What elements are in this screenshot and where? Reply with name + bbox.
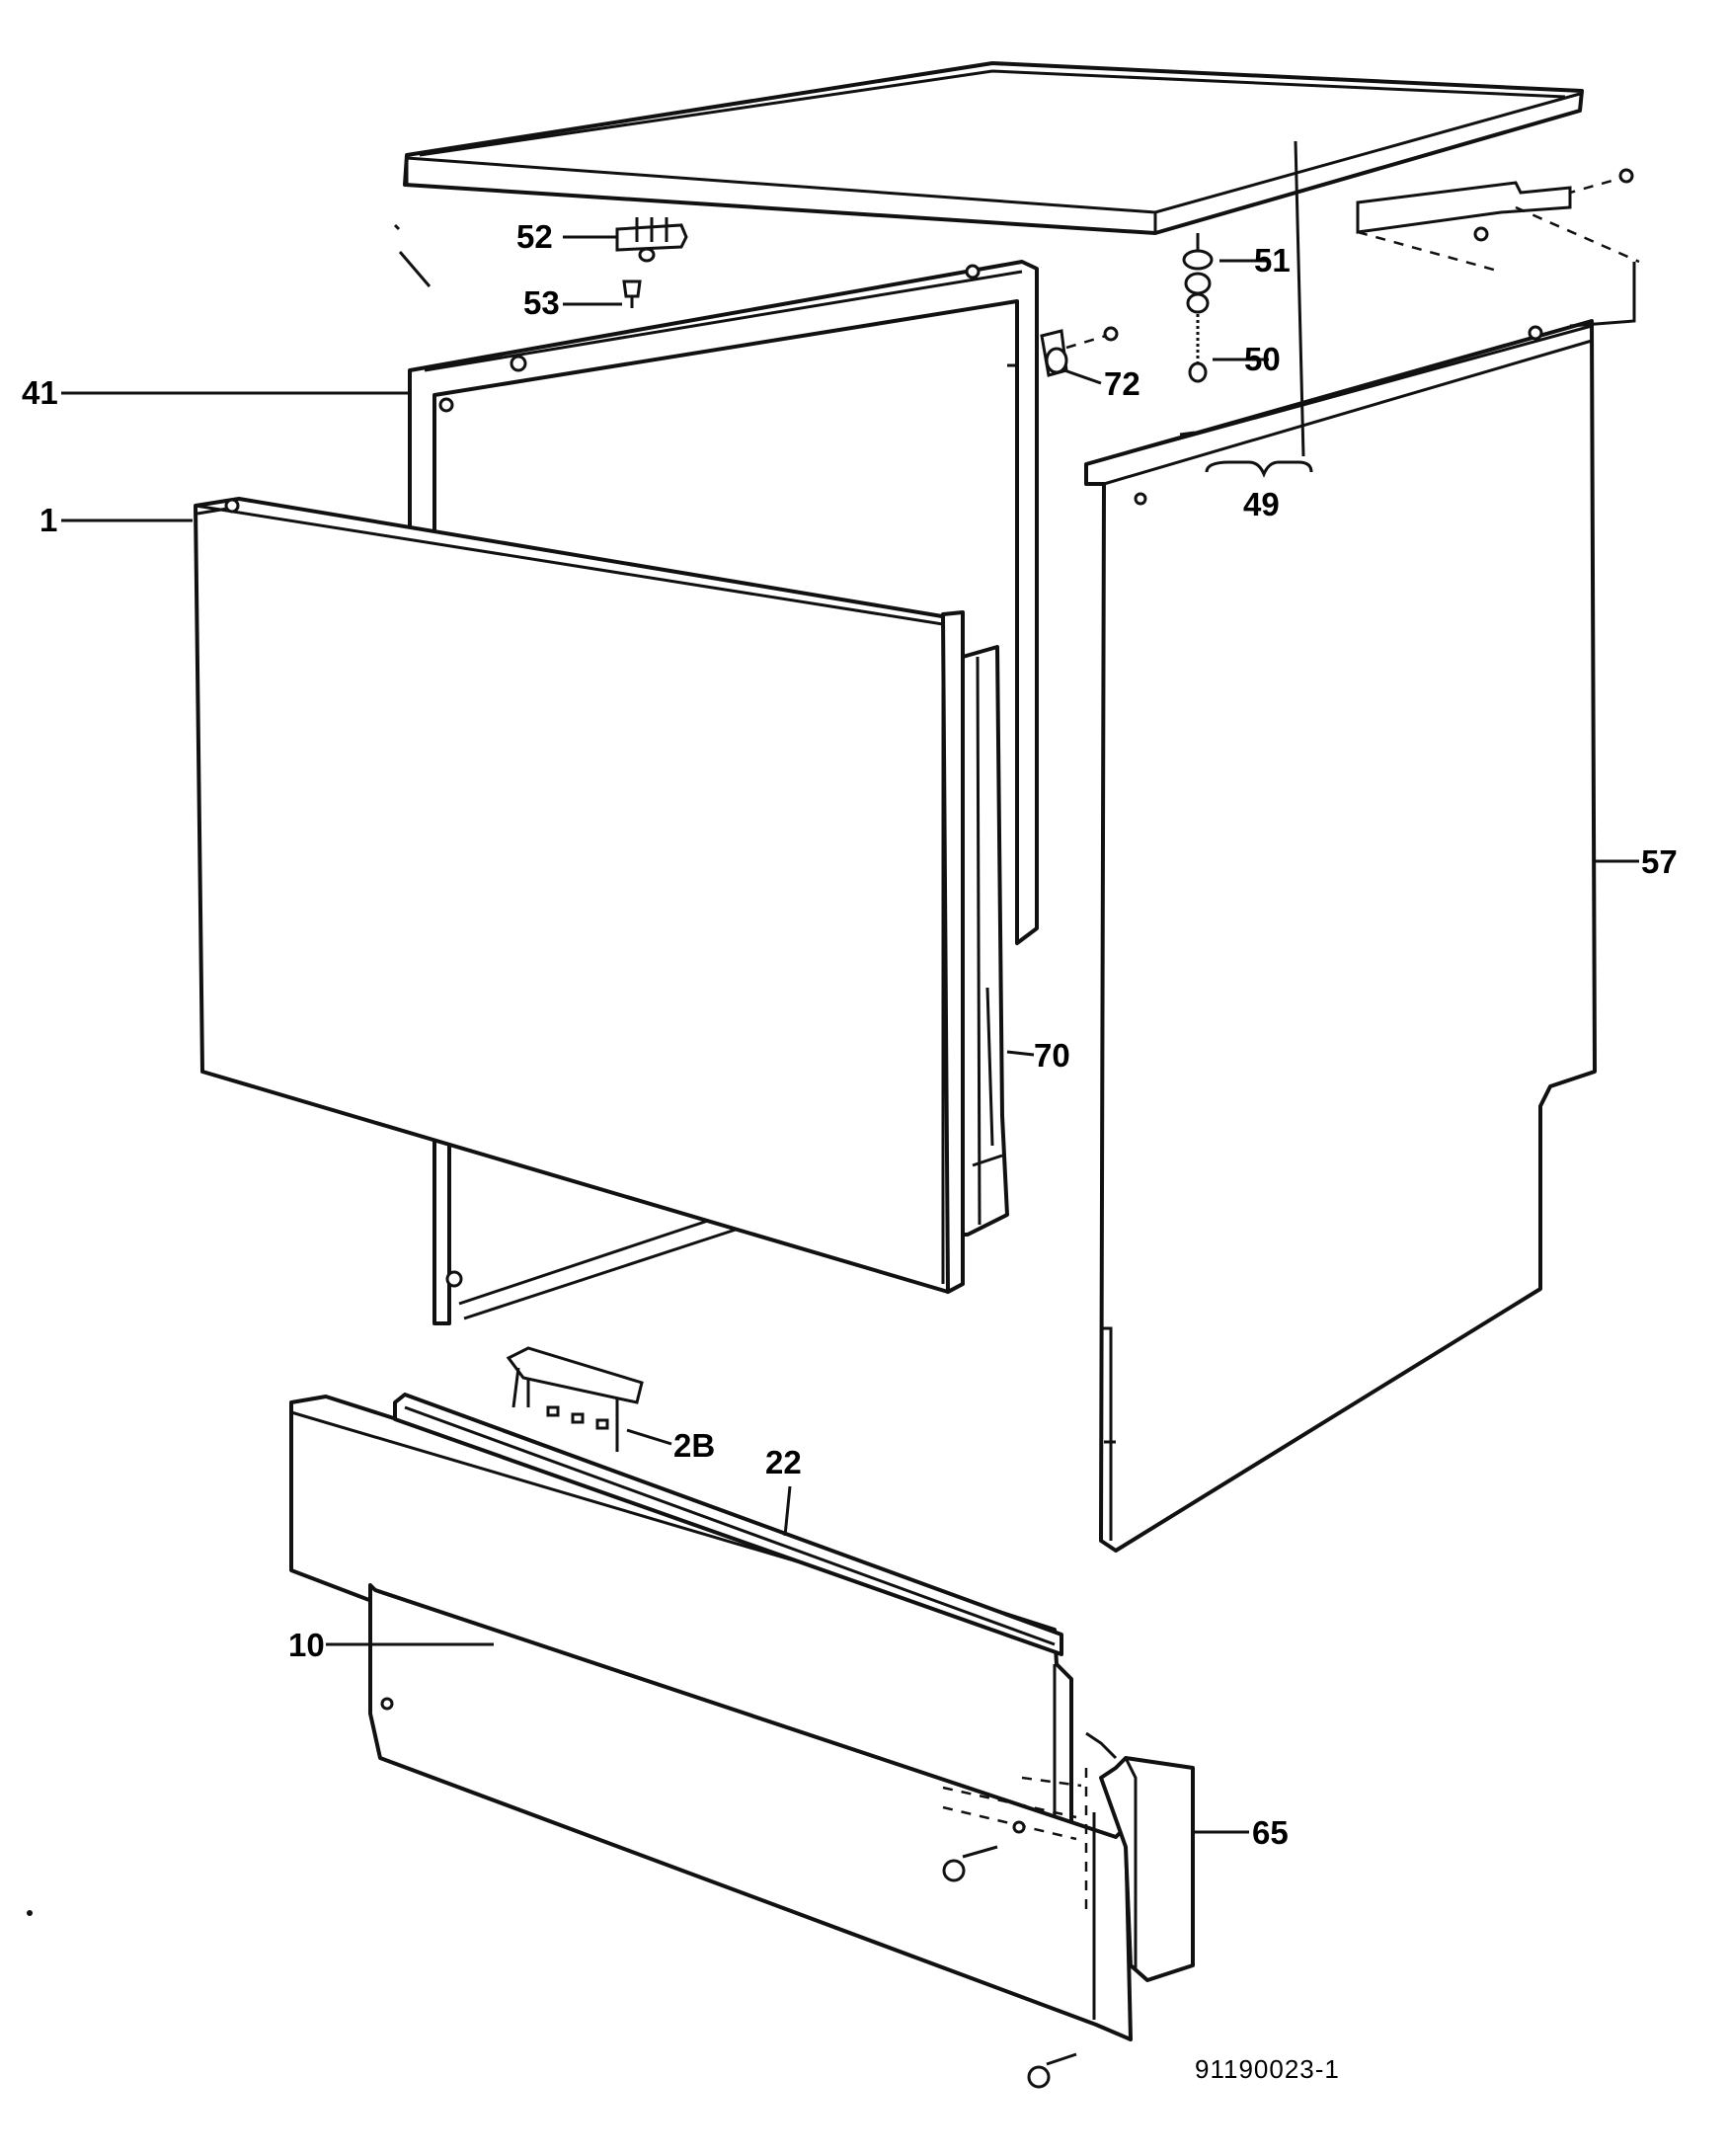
leader-lines xyxy=(61,140,1639,1834)
stray-mark-2 xyxy=(393,223,401,231)
plinth-65 xyxy=(1085,1731,1195,1982)
front-door-panel-1 xyxy=(194,497,965,1294)
screw-53 xyxy=(622,279,642,308)
worktop-panel xyxy=(403,61,1584,235)
stray-dot xyxy=(27,1910,33,1916)
label-65: 65 xyxy=(1252,1814,1289,1851)
screw-alignment xyxy=(942,1768,1088,1911)
side-panel-57 xyxy=(1084,319,1597,1553)
label-10: 10 xyxy=(288,1627,325,1663)
screw-upper xyxy=(942,1845,998,1882)
bracket-2b xyxy=(506,1346,644,1452)
label-49: 49 xyxy=(1243,486,1280,522)
drawing-reference-code: 91190023-1 xyxy=(1195,2054,1340,2084)
hinge-cap-52 xyxy=(615,217,688,263)
label-51: 51 xyxy=(1254,242,1291,279)
lower-kick-board xyxy=(368,1583,1133,2041)
label-70: 70 xyxy=(1034,1037,1070,1074)
label-1: 1 xyxy=(39,502,57,538)
hinge-pin-assembly xyxy=(1182,233,1214,383)
rear-bracket xyxy=(1356,168,1640,328)
label-53: 53 xyxy=(523,284,560,321)
strip-22 xyxy=(393,1393,1063,1656)
label-52: 52 xyxy=(516,218,553,255)
label-22: 22 xyxy=(765,1444,802,1480)
label-41: 41 xyxy=(22,374,58,411)
label-50: 50 xyxy=(1244,341,1281,377)
label-2b: 2B xyxy=(673,1427,715,1464)
stray-mark xyxy=(398,251,432,287)
screw-lower xyxy=(1027,2052,1077,2089)
part-labels: 41 1 52 53 51 50 72 49 57 70 2B 22 10 65… xyxy=(22,218,1678,2084)
label-72: 72 xyxy=(1104,365,1140,402)
label-57: 57 xyxy=(1641,843,1678,880)
door-inner-frame-70 xyxy=(961,645,1009,1237)
